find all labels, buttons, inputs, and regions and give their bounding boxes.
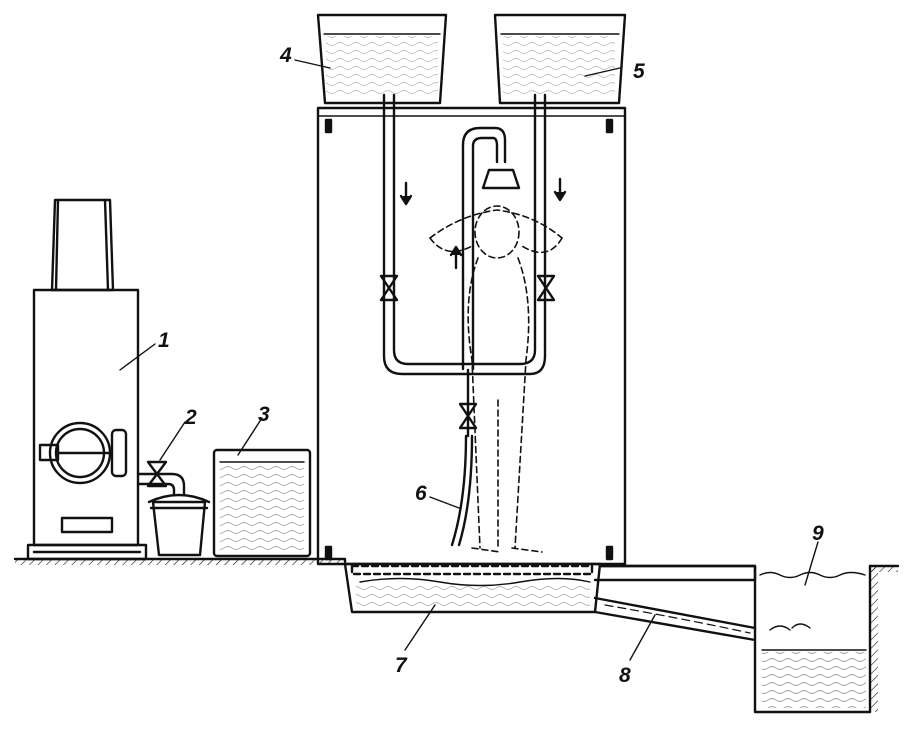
callout-3: 3 [258, 403, 270, 426]
drain-pit-under-floor [343, 562, 602, 614]
callout-9: 9 [812, 522, 824, 545]
left-pipe-valve [379, 274, 399, 302]
leader-lines [119, 59, 819, 661]
callout-1: 1 [158, 329, 170, 352]
person-outline [429, 205, 563, 553]
cold-water-tank [212, 448, 312, 558]
callout-2: 2 [184, 406, 197, 429]
water-heater-stove [26, 198, 148, 561]
callout-4: 4 [279, 44, 292, 67]
flow-arrow-left-down [399, 181, 413, 206]
soak-pit [753, 564, 878, 714]
callout-labels: 4 5 1 2 3 6 7 8 9 [158, 44, 824, 687]
callout-6: 6 [415, 482, 427, 505]
mixer-valve [458, 402, 478, 430]
drain-pipe [593, 564, 757, 642]
roof-tank-left [316, 13, 448, 105]
tap-valve [136, 460, 186, 496]
bucket [147, 493, 211, 557]
shower-cabin [316, 106, 627, 566]
flow-arrow-right-down [553, 177, 567, 202]
piping [382, 93, 547, 547]
roof-tank-right [493, 13, 627, 105]
right-pipe-valve [536, 274, 556, 302]
callout-5: 5 [633, 60, 645, 83]
callout-7: 7 [395, 654, 408, 677]
callout-8: 8 [619, 664, 631, 687]
floor-grate [343, 562, 602, 576]
